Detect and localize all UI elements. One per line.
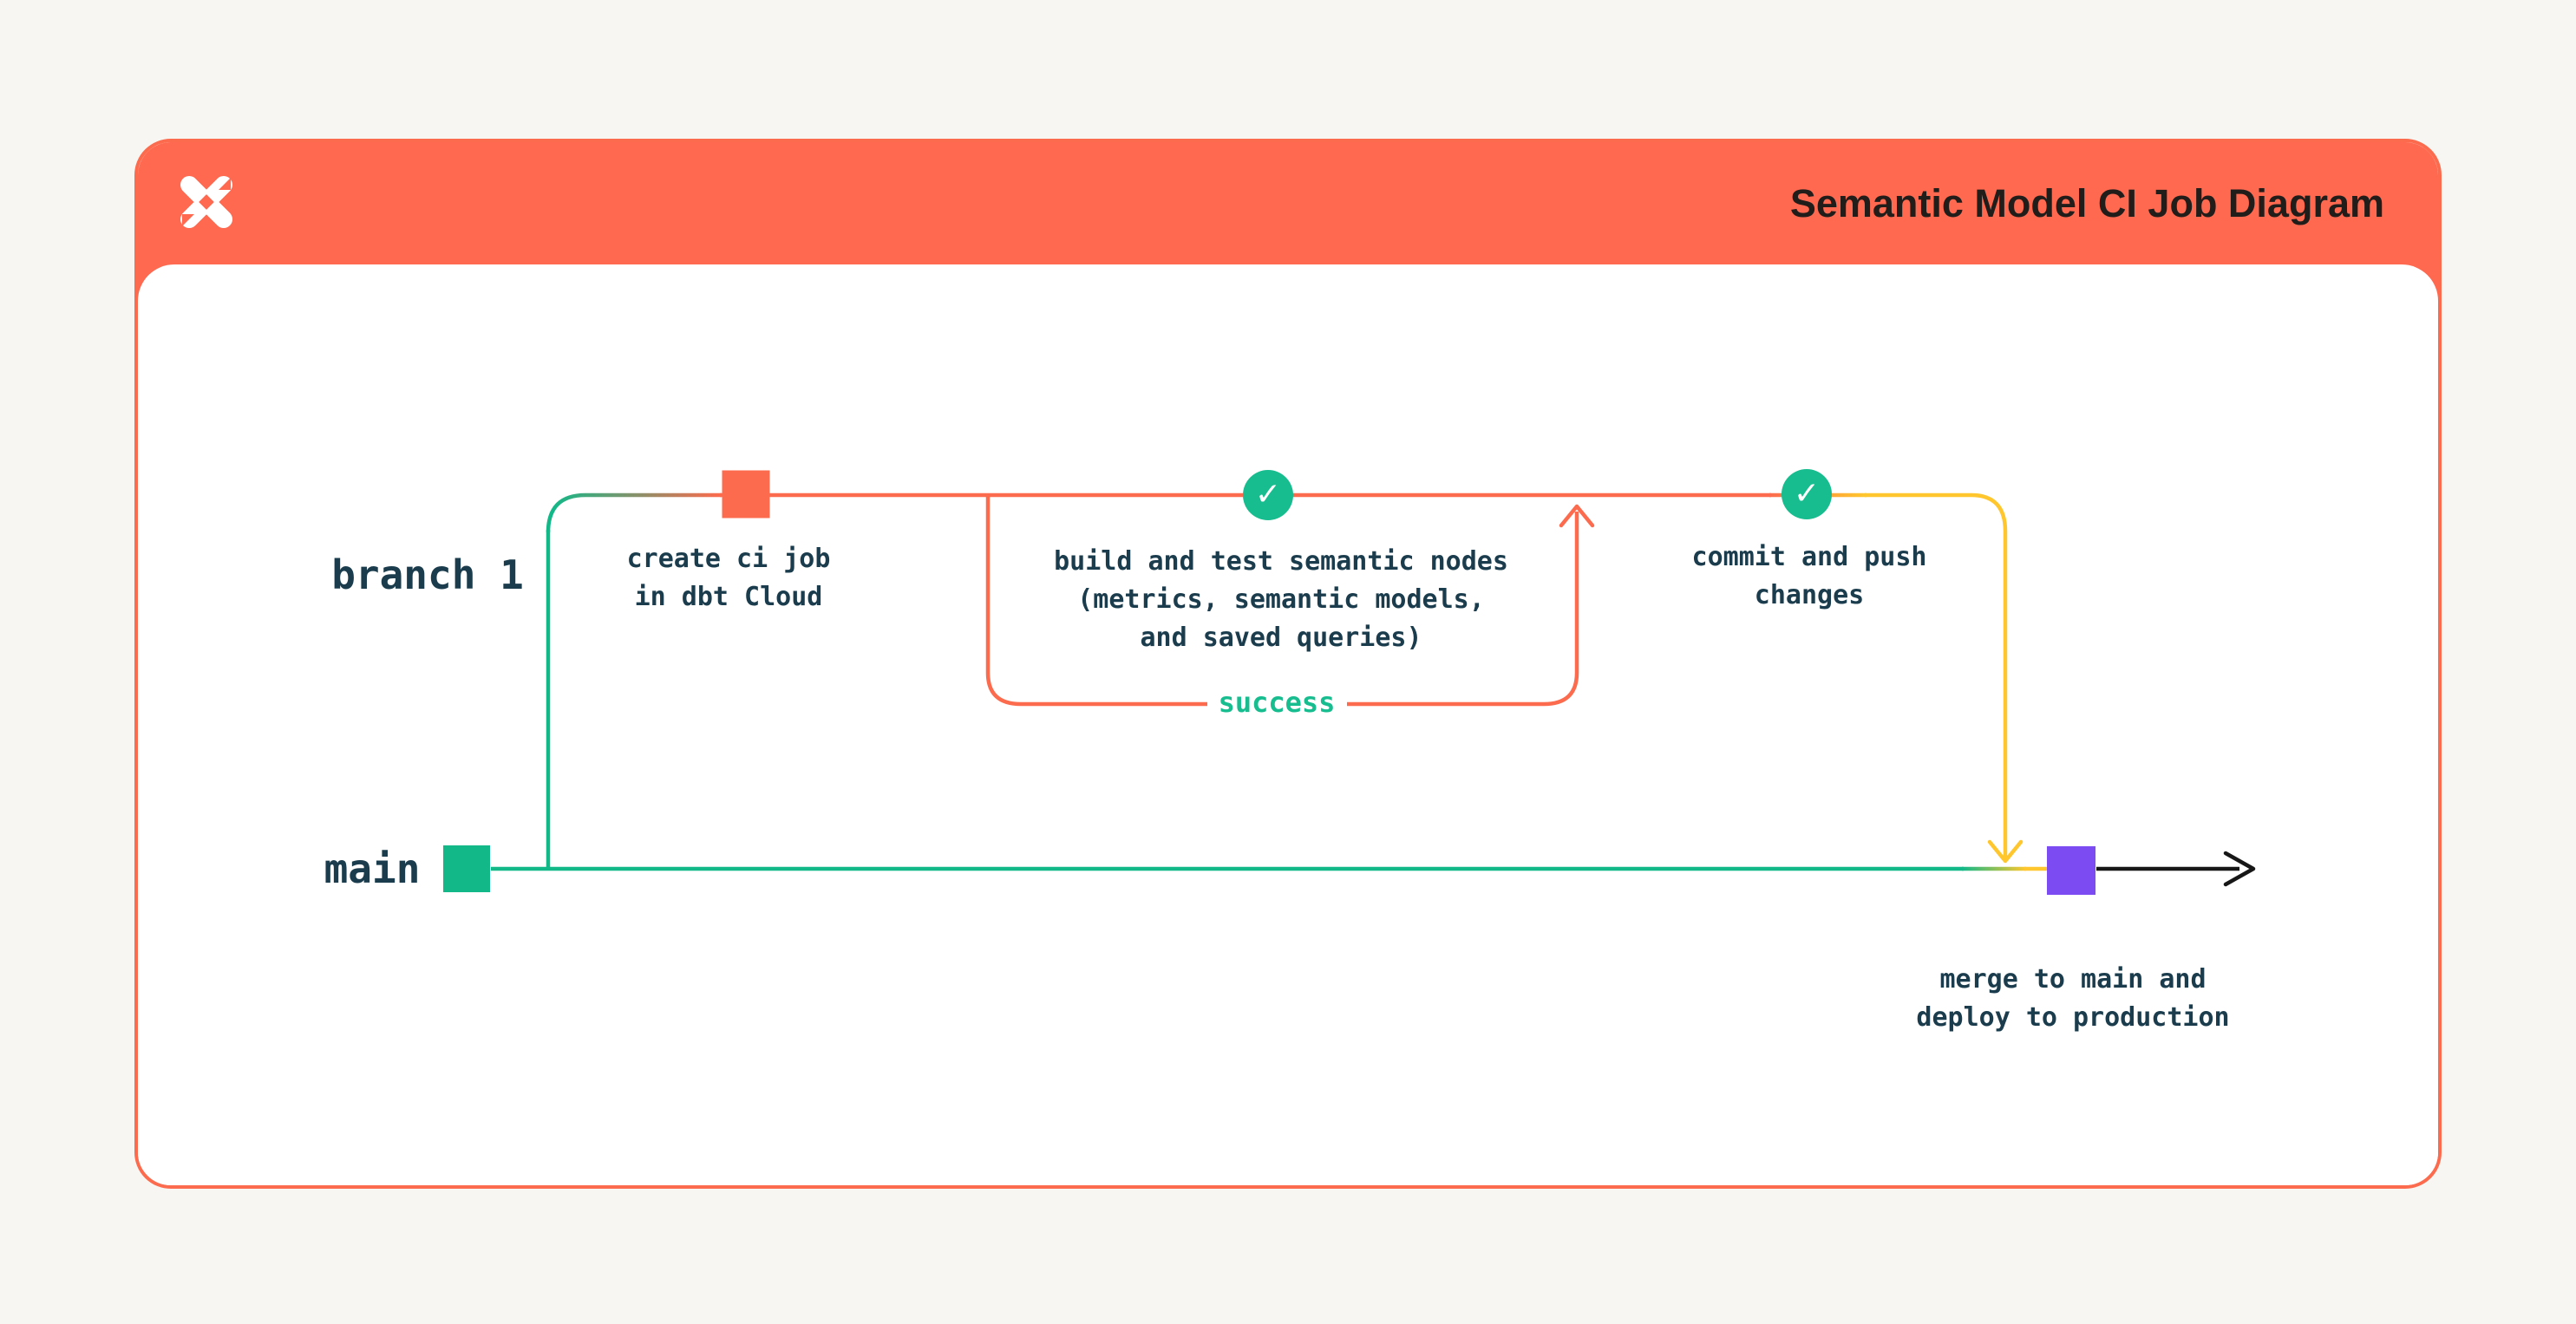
node-commit-push-line1: commit and push [1691,542,1927,572]
commit-marker-main [443,845,490,892]
success-loop-left [985,495,1207,707]
success-loop-right [1347,512,1579,707]
check-circle-build-test: ✓ [1243,470,1293,520]
node-merge-line1: merge to main and [1939,964,2207,995]
node-create-ci-line1: create ci job [626,544,831,574]
node-create-ci-line2: in dbt Cloud [634,582,823,612]
node-build-test-line2: (metrics, semantic models, [1077,584,1485,615]
branch1-label: branch 1 [331,551,524,598]
node-commit-push-line2: changes [1754,580,1865,610]
node-merge-line2: deploy to production [1916,1002,2230,1033]
commit-marker-merge [2047,846,2095,895]
main-label: main [324,845,421,892]
check-circle-commit-push: ✓ [1782,469,1832,519]
dbt-logo-icon [173,168,240,236]
node-create-ci-label: create ci job in dbt Cloud [627,540,831,616]
node-build-test-line1: build and test semantic nodes [1054,546,1508,577]
checkmark-icon: ✓ [1254,477,1282,512]
commit-marker-create-ci [722,470,770,519]
node-commit-push-label: commit and push changes [1692,538,1927,615]
node-merge-label: merge to main and deploy to production [1916,961,2229,1037]
success-arrowhead-up [1559,504,1595,528]
page-title: Semantic Model CI Job Diagram [1789,181,2384,225]
success-label: success [1218,686,1336,719]
node-build-test-label: build and test semantic nodes (metrics, … [1054,543,1508,657]
node-build-test-line3: and saved queries) [1140,623,1422,653]
branch-takeoff-corner [546,492,722,533]
diagram-card: Semantic Model CI Job Diagram [134,139,2442,1189]
card-body [138,264,2438,1185]
checkmark-icon: ✓ [1793,476,1821,512]
main-arrowhead-right [2223,851,2256,887]
branch-merge-down [1865,492,2008,858]
dbt-logo-svg [180,176,232,228]
merge-arrowhead-down [1987,839,2024,864]
